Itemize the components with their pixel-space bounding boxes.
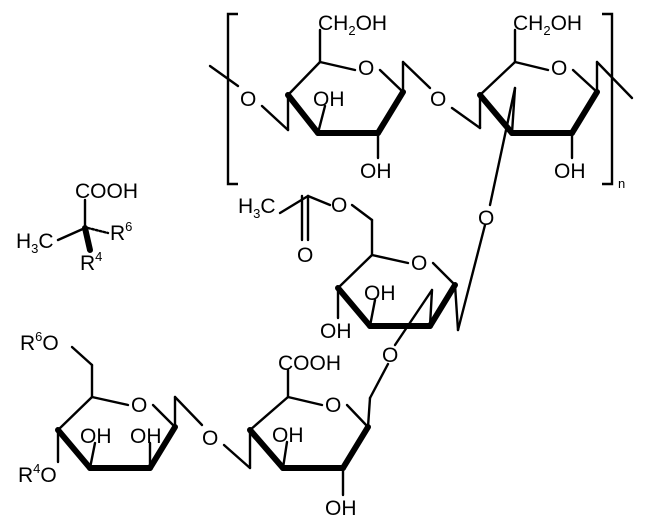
glycosidic-oxygen-left: O: [240, 88, 256, 111]
r4o-label: R4O: [18, 461, 57, 487]
glycosidic-oxygen-bottom: O: [202, 427, 218, 450]
glycosidic-oxygen-middle-lower: O: [382, 344, 398, 367]
ring-oxygen-top-1: O: [358, 57, 374, 80]
cooh-label-pyruvate: COOH: [75, 180, 138, 203]
pyruvate-fragment: [56, 198, 110, 253]
ester-oxygen-acetyl: O: [331, 194, 347, 217]
r6o-label: R6O: [20, 329, 59, 355]
ch2oh-label-top-1: CH2OH: [318, 12, 387, 38]
oh-label-top-1-c2: OH: [360, 160, 392, 183]
repeat-bracket-right: [602, 12, 614, 186]
r4-label-pyruvate: R4: [80, 249, 102, 275]
r6-label-pyruvate: R6: [110, 219, 132, 245]
ring-oxygen-middle: O: [411, 252, 427, 275]
oh-label-bottom-left-c2: OH: [130, 425, 162, 448]
bottom-right-ring: [222, 362, 390, 497]
oh-label-top-2-c2: OH: [554, 160, 586, 183]
branch-oxygen-right: O: [478, 207, 494, 230]
top-ring-2: [450, 28, 634, 207]
oh-label-bottom-right-c3: OH: [272, 424, 304, 447]
oh-label-bottom-left-c3: OH: [80, 425, 112, 448]
bottom-left-ring: [55, 345, 204, 471]
glycosidic-oxygen-top-middle: O: [430, 88, 446, 111]
h3c-label-acetyl: H3C: [238, 195, 276, 221]
oh-label-bottom-right-c2: OH: [325, 497, 357, 520]
h3c-label-pyruvate: H3C: [16, 230, 54, 256]
repeat-bracket-left: [226, 12, 238, 186]
middle-ring: [278, 194, 487, 347]
oh-label-top-1-c3: OH: [313, 88, 345, 111]
oh-label-middle-c3: OH: [364, 282, 396, 305]
ch2oh-label-top-2: CH2OH: [513, 12, 582, 38]
ring-oxygen-bottom-right: O: [325, 394, 341, 417]
ring-oxygen-bottom-left: O: [131, 394, 147, 417]
ring-oxygen-top-2: O: [551, 57, 567, 80]
oh-label-middle-c4: OH: [320, 320, 352, 343]
carbonyl-oxygen-acetyl: O: [297, 244, 313, 267]
cooh-label-bottom: COOH: [278, 352, 341, 375]
repeat-index-n: n: [618, 176, 625, 191]
top-ring-1: [208, 28, 432, 160]
